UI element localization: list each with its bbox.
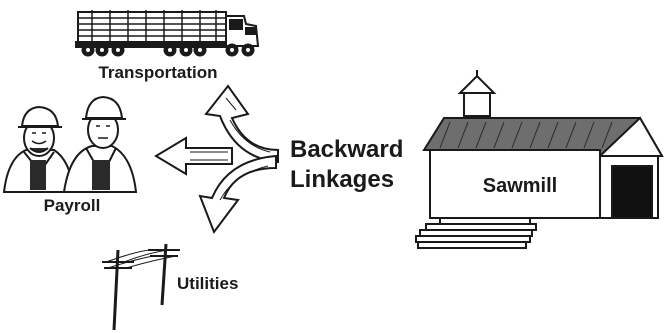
payroll-label: Payroll — [44, 196, 101, 215]
backward-linkages-label-line2: Linkages — [290, 166, 394, 193]
utilities-label: Utilities — [177, 274, 238, 293]
curved-arrow-icon — [154, 84, 279, 235]
sawmill-building-icon — [415, 70, 664, 249]
transportation-label: Transportation — [98, 63, 217, 82]
log-truck-icon — [75, 10, 260, 57]
sawmill-label: Sawmill — [483, 175, 557, 197]
utility-pole-icon — [102, 243, 180, 331]
workers-icon — [2, 95, 138, 193]
backward-linkages-label-line1: Backward — [290, 136, 403, 163]
